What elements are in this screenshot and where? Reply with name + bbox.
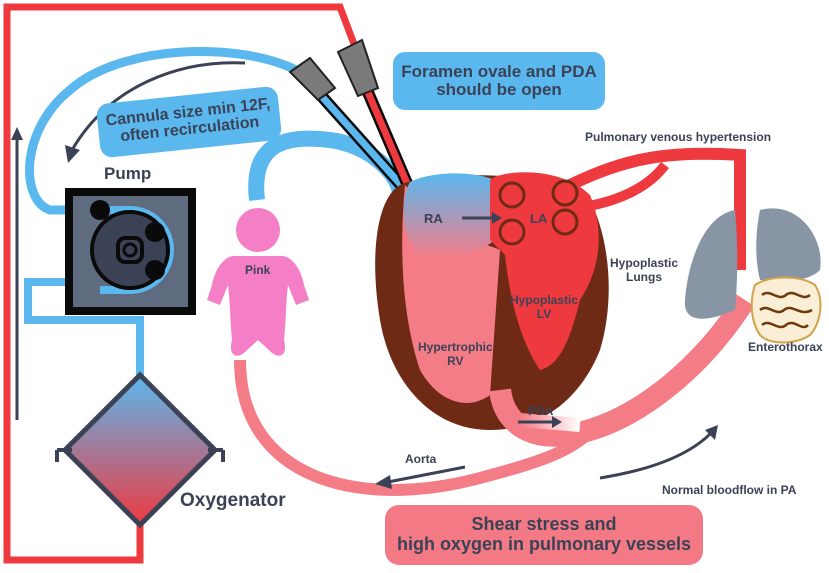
lungs-icon — [684, 208, 821, 319]
arrow-icon — [11, 127, 23, 420]
foramen-callout-line2: should be open — [436, 80, 562, 99]
hypertrophic-rv-line2: RV — [447, 354, 464, 368]
svc-vessel — [248, 130, 408, 201]
aorta-vessel — [234, 359, 605, 496]
ra-label: RA — [424, 211, 443, 226]
hypoplastic-lungs-label: Hypoplastic Lungs — [610, 256, 678, 284]
heart-icon — [375, 172, 609, 430]
hypoplastic-lv-line2: LV — [536, 307, 552, 321]
hypertrophic-rv-line1: Hypertrophic — [418, 340, 493, 354]
arrow-icon — [518, 416, 562, 428]
oxygenator-label: Oxygenator — [180, 490, 286, 511]
pump-outlet-line — [24, 278, 144, 390]
cannula-icon — [288, 56, 415, 199]
normal-bloodflow-label: Normal bloodflow in PA — [662, 483, 797, 497]
arrow-icon — [375, 465, 466, 489]
shear-stress-callout: Shear stress and high oxygen in pulmonar… — [385, 505, 703, 565]
pulmonary-venous-hypertension-label: Pulmonary venous hypertension — [585, 130, 772, 144]
arrow-icon — [599, 425, 718, 480]
hypoplastic-lungs-line1: Hypoplastic — [610, 256, 679, 270]
hypoplastic-lungs-line2: Lungs — [626, 270, 662, 284]
pump-icon — [65, 188, 196, 315]
hypoplastic-lv-line1: Hypoplastic — [510, 293, 579, 307]
cannula-icon — [336, 38, 418, 198]
baby-icon — [207, 208, 309, 356]
arterial-return-line — [3, 3, 364, 564]
arrow-icon — [65, 61, 246, 163]
intestine-icon — [750, 276, 822, 344]
foramen-callout: Foramen ovale and PDA should be open — [393, 52, 605, 110]
venous-drainage-line — [25, 46, 303, 215]
pulmonary-artery — [489, 294, 755, 447]
foramen-callout-line1: Foramen ovale and PDA — [401, 62, 597, 82]
pink-label: Pink — [245, 263, 271, 277]
pda-label: PDA — [528, 404, 554, 418]
aorta-label: Aorta — [405, 452, 437, 466]
shear-callout-line1: Shear stress and — [471, 514, 617, 535]
hypertrophic-rv-label: Hypertrophic RV — [418, 340, 493, 368]
hypoplastic-lv-label: Hypoplastic LV — [510, 293, 578, 321]
pulmonary-vein — [557, 147, 746, 270]
pump-label: Pump — [104, 164, 152, 183]
shear-callout-line2: high oxygen in pulmonary vessels — [396, 534, 692, 554]
la-label: LA — [530, 211, 548, 226]
oxygenator-icon — [55, 371, 225, 529]
enterothorax-label: Enterothorax — [748, 340, 823, 354]
